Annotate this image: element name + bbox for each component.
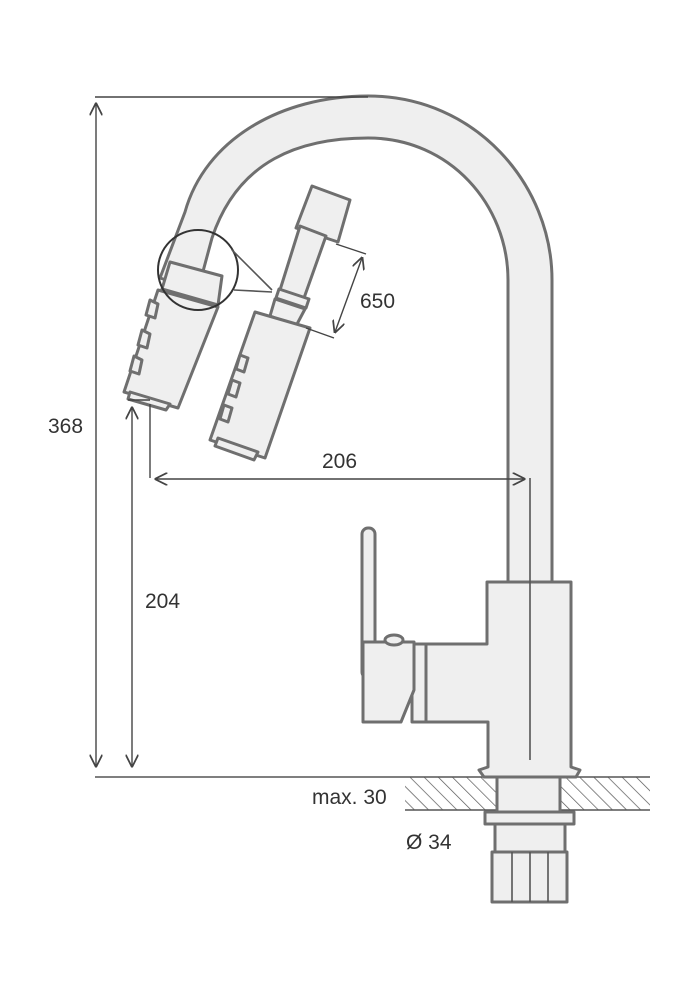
shank-middle (493, 822, 567, 854)
dimension-hose-length: 650 (305, 243, 395, 339)
spray-head-nozzle (126, 390, 172, 412)
hose-segment (278, 224, 328, 300)
dimension-spout-reach: 206 (149, 404, 524, 479)
faucet-body-shape (420, 580, 582, 779)
countertop-hatch-right (560, 777, 650, 810)
hose-length-label: 650 (360, 290, 395, 313)
hose-end-fitting (294, 184, 352, 244)
shank-upper (495, 775, 562, 814)
spray-head-pulled-out (208, 184, 352, 462)
shank-washer (483, 810, 576, 826)
pulled-spray-head-body (208, 310, 312, 460)
spout-gooseneck (158, 94, 554, 584)
lever-base (361, 640, 416, 724)
detail-circle (157, 229, 239, 311)
spray-head-body (122, 288, 220, 410)
spout (158, 94, 554, 584)
countertop-hatch-left (405, 777, 500, 810)
faucet-body (410, 478, 582, 779)
dimension-total-height: 368 (48, 96, 368, 766)
spray-head-docked (122, 260, 224, 412)
handle-lever (360, 526, 416, 724)
spout-reach-label: 206 (322, 450, 357, 473)
countertop (95, 776, 650, 811)
mount-diameter-label: Ø 34 (406, 831, 452, 854)
dimension-spout-height: 204 (128, 399, 180, 766)
mounting-shank (483, 775, 576, 904)
countertop-thickness-label: max. 30 (312, 786, 387, 809)
total-height-label: 368 (48, 415, 83, 438)
spout-height-label: 204 (145, 590, 180, 613)
